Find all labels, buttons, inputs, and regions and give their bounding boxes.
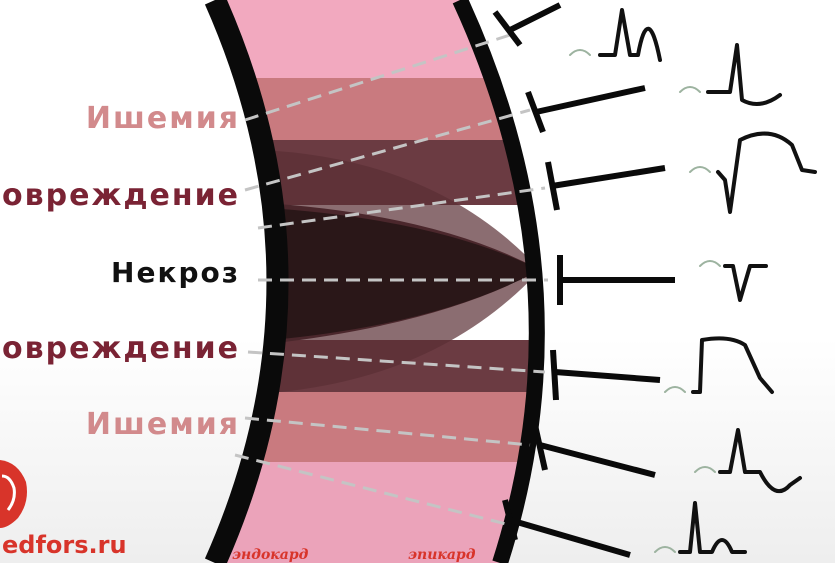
ecg-complex-1: [569, 8, 662, 62]
ecg-complex-6: [694, 428, 802, 494]
epicardium-border: [452, 0, 545, 563]
electrode-2: [525, 85, 646, 134]
ecg-complex-4: [699, 260, 768, 302]
epicardium-label: эпикард: [408, 547, 476, 563]
electrode-7: [502, 499, 631, 558]
endocardium-border: [204, 0, 289, 563]
zone-label-necrosis: Некроз: [111, 256, 240, 289]
injury-band-upper: [215, 149, 537, 270]
electrode-6: [532, 424, 656, 478]
injury-band-lower: [215, 270, 537, 396]
electrode-4: [557, 255, 675, 305]
ecg-complex-3: [689, 131, 817, 214]
endocardium-label: эндокард: [232, 547, 309, 563]
logo-text: edfors.ru: [2, 531, 127, 559]
healthy-zone-top: [215, 0, 537, 90]
electrode-1: [492, 2, 562, 47]
electrode-5: [550, 349, 661, 401]
electrode-3: [545, 161, 666, 211]
ecg-complexes: [569, 8, 817, 554]
leader-lines: [234, 33, 548, 527]
ischemia-zone-bottom: [215, 392, 537, 470]
zone-label-injury-bottom: Повреждение: [0, 331, 240, 366]
healthy-zone-bottom: [215, 462, 537, 563]
zone-label-ischemia-top: Ишемия: [86, 101, 240, 136]
ecg-complex-7: [654, 501, 747, 554]
logo: edfors.ru: [0, 460, 127, 559]
electrodes: [492, 2, 675, 558]
zone-label-ischemia-bottom: Ишемия: [86, 407, 240, 442]
zone-label-injury-top: Повреждение: [0, 178, 240, 213]
ecg-complex-5: [664, 336, 774, 394]
ecg-complex-2: [679, 43, 782, 106]
